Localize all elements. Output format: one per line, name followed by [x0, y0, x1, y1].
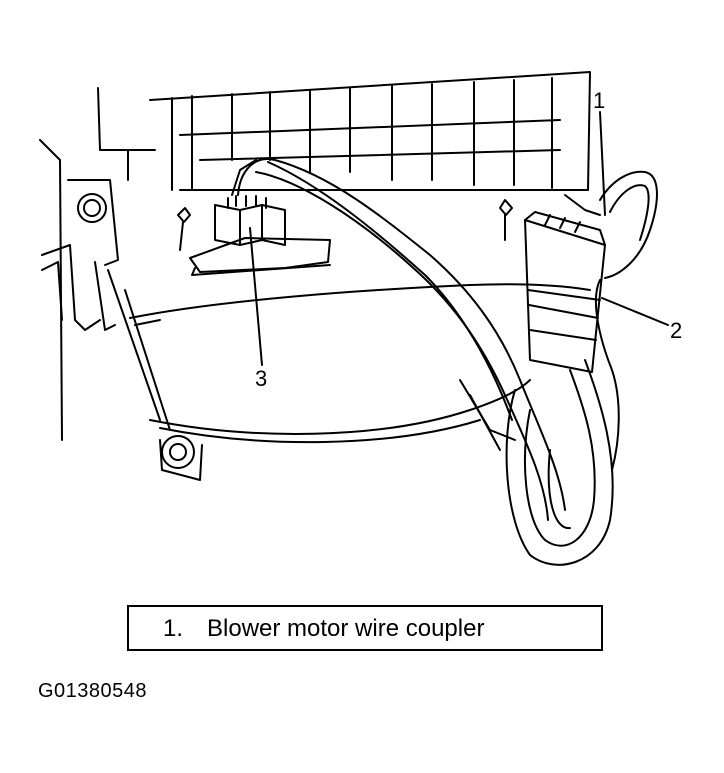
callout-1: 1: [593, 88, 606, 113]
legend-box: 1. Blower motor wire coupler: [127, 605, 603, 651]
vent-grille: [149, 71, 591, 191]
coupler-2: [499, 194, 606, 373]
legend-item: 1. Blower motor wire coupler: [163, 616, 484, 642]
blower-housing: [129, 283, 591, 481]
figure-id: G01380548: [38, 680, 148, 702]
callout-3: 3: [255, 366, 268, 391]
callout-2: 2: [670, 318, 683, 343]
connector-3: [177, 195, 331, 276]
leader-line-3: [249, 227, 263, 366]
legend-label: Blower motor wire coupler: [207, 615, 485, 642]
legend-number: 1.: [163, 615, 184, 642]
left-housing: [39, 87, 171, 441]
leader-line-2: [601, 297, 669, 326]
wire-harness: [231, 158, 658, 566]
leader-line-1: [599, 111, 606, 216]
blower-motor-diagram: [39, 71, 669, 566]
